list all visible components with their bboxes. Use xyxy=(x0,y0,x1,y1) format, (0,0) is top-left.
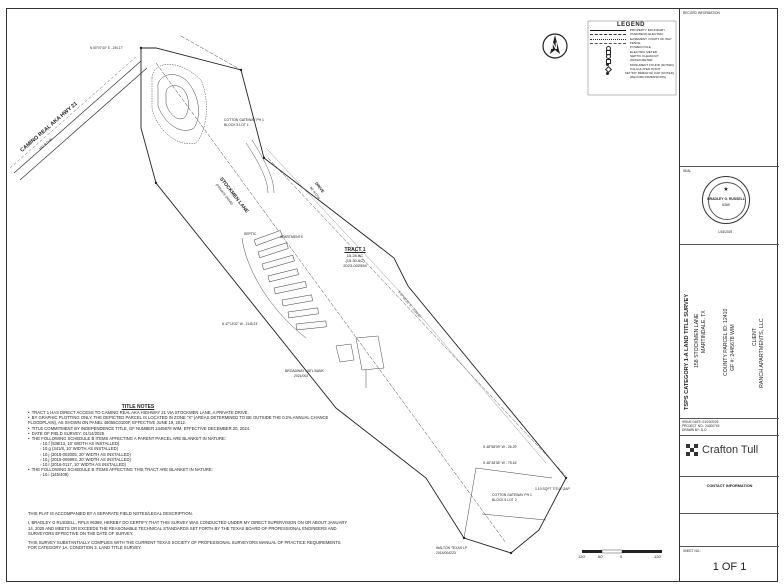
title-block: RECORD INFORMATION SEAL ★ BRADLEY G. RUS… xyxy=(679,8,779,582)
cotton-top-label: COTTON GATEWAY PH 1 xyxy=(224,118,264,122)
bearing-south-1: S 48°58'09" W - 26.29' xyxy=(483,445,518,449)
legend-title: LEGEND xyxy=(616,22,645,28)
legend-row: (RECORD DIMENSIONS) xyxy=(630,75,666,80)
note-subitem: ◦ 10.l (2016-0117, 10' WIDTH AS INSTALLE… xyxy=(40,462,126,468)
drawing-sheet xyxy=(6,8,778,582)
field-row: DRAWN BY: JLO xyxy=(682,428,707,432)
cotton-top-block: BLOCK 5 LOT 1 xyxy=(224,123,249,127)
apartments-label: APARTMENTS xyxy=(280,235,303,239)
legend-row: MONUMENT FOUND (NOTED) xyxy=(588,62,674,67)
scale-bar xyxy=(582,549,662,554)
field-row: ISSUE DATE: 01/20/2025 xyxy=(682,420,719,424)
tract-area: 15.28 AC xyxy=(346,253,364,258)
highway xyxy=(9,55,148,181)
note-item: • TITLE COMMITMENT BY INDEPENDENCE TITLE… xyxy=(28,425,251,431)
legend: LEGEND PROPERTY BOUNDARY OVERHEAD ELECTR… xyxy=(588,22,674,90)
cert-para-2: I, BRADLEY G RUSSELL, RPLS #6369, HEREBY… xyxy=(28,520,348,536)
scale-label: 120' xyxy=(578,554,586,559)
contact-info-label: CONTACT INFORMATION xyxy=(706,484,753,488)
note-subitem: ◦ 10.j (2015-002005, 20' WIDTH AS INSTAL… xyxy=(40,451,131,457)
company-logo: Crafton Tull xyxy=(686,441,776,459)
note-subitem: ◦ 10.j (2015-005993, 20' WIDTH AS INSTAL… xyxy=(40,456,131,462)
legend-row: SET 5/8" REBAR W/ CAP (NOTED) xyxy=(588,71,674,75)
county-parcel: COUNTY PARCEL ID: 12410 xyxy=(723,308,729,376)
fence-lines xyxy=(155,35,567,544)
client-name: RANCH APARTMENTS, LLC xyxy=(759,318,765,388)
scale-label: 0 xyxy=(620,554,623,559)
project-address-1: 158 STOCKMEN LANE xyxy=(694,313,700,368)
cert-para-1: THIS PLAT IS ACCOMPANIED BY A SEPARATE F… xyxy=(28,511,193,516)
legend-row: FENCE xyxy=(588,41,674,45)
note-item: • DATE OF FIELD SURVEY: 01/14/2025 xyxy=(28,430,105,436)
cert-para-3: THIS SURVEY SUBSTANTIALLY COMPLIES WITH … xyxy=(28,540,341,551)
note-item: • TRACT 1 HAS DIRECT ACCESS TO CAMINO RE… xyxy=(28,410,249,415)
title-notes: TITLE NOTES • TRACT 1 HAS DIRECT ACCESS … xyxy=(28,404,348,478)
cotton-bottom-block: BLOCK 5 LOT 2 xyxy=(492,498,517,502)
bearing-left: N 47°15'32" W - 2145.23' xyxy=(222,322,258,326)
title-notes-heading: TITLE NOTES xyxy=(121,404,155,410)
note-subitem: ◦ 10.g (341/8, 10' WIDTH AS INSTALLED) xyxy=(40,446,119,452)
walton-doc: 2014/004223 xyxy=(436,551,456,555)
surveyor-seal: ★ BRADLEY G. RUSSELL 6369 xyxy=(702,176,750,224)
legend-row: EASEMENT / RIGHT OF WAY xyxy=(588,37,674,41)
seal-label: SEAL xyxy=(683,169,692,173)
seal-date: 1/18/2025 xyxy=(718,230,733,234)
note-subitem: ◦ 10.f (538/13, 10' WIDTH AS INSTALLED) xyxy=(40,441,120,447)
bearing-top: N 50°07'44" E - 240.17' xyxy=(90,46,124,50)
crafton-tull-logo-icon xyxy=(686,444,698,456)
company-name: Crafton Tull xyxy=(702,444,759,456)
tract-boundary xyxy=(140,47,567,554)
scale-label: 120' xyxy=(654,554,662,559)
walton-label: WALTON TEXAS LP xyxy=(436,546,468,550)
tract-doc: 2023-002594 xyxy=(343,263,367,268)
lower-structures xyxy=(335,335,385,388)
sheet-number: 1 OF 1 xyxy=(712,561,747,573)
survey-map: N xyxy=(9,20,677,555)
legend-row: CALCULATED POINT xyxy=(588,66,674,74)
broadway-doc: 2021/002 xyxy=(294,374,309,378)
note-item: • THE FOLLOWING SCHEDULE B ITEMS AFFECTI… xyxy=(28,467,213,473)
svg-text:N: N xyxy=(551,41,558,51)
septic-label: SEPTIC xyxy=(244,232,257,236)
broadway-label: BROADWAY NATL BANK xyxy=(285,369,324,373)
bearing-south-2: S 48°48'36" W - 75.16' xyxy=(483,461,518,465)
tract-area-record: (15.30 AC) xyxy=(345,258,365,263)
legend-row: OVERHEAD ELECTRIC xyxy=(588,32,674,36)
project-address-2: MARTINDALE, TX xyxy=(701,310,707,353)
star-icon: ★ xyxy=(723,187,729,193)
note-item: • THE FOLLOWING SCHEDULE B ITEMS AFFECTI… xyxy=(28,436,226,442)
detention-area xyxy=(151,64,207,145)
gf-number: GF #: 2445678 WIM xyxy=(730,324,736,371)
electric-lines xyxy=(265,147,547,464)
scale-label: 60' xyxy=(598,554,604,559)
note-subitem: ◦ 10.i (145/409) xyxy=(40,472,69,478)
tract-info: TRACT 1 15.28 AC (15.30 AC) 2023-002594 xyxy=(320,247,390,268)
cotton-bottom-label: COTTON GATEWAY PH 1 xyxy=(492,493,532,497)
seal-number: 6369 xyxy=(722,203,730,207)
rebar-icon xyxy=(606,71,609,75)
tract-title: TRACT 1 xyxy=(344,247,366,253)
monument-icon xyxy=(606,63,609,67)
legend-row: PROPERTY BOUNDARY xyxy=(588,28,674,32)
note-item: • BY GRAPHIC PLOTTING ONLY, THE DEPICTED… xyxy=(28,415,329,426)
corner-markers xyxy=(139,46,568,555)
project-title: TSPS CATEGORY 1-A LAND TITLE SURVEY xyxy=(684,293,690,410)
field-row: PROJECT NO.: 24000745 xyxy=(682,424,720,428)
right-drive xyxy=(245,139,275,194)
sheet-label: SHEET NO.: xyxy=(683,549,702,553)
north-arrow-icon: N xyxy=(542,33,568,59)
lower-lots xyxy=(463,467,553,539)
record-info-label: RECORD INFORMATION xyxy=(683,11,720,15)
apartment-buildings xyxy=(241,230,327,339)
title-gap-label: 1.10 SQFT TITLE GAP xyxy=(535,487,570,491)
client-label: CLIENT: xyxy=(752,327,758,346)
certification: THIS PLAT IS ACCOMPANIED BY A SEPARATE F… xyxy=(28,511,350,551)
seal-name: BRADLEY G. RUSSELL xyxy=(707,197,745,201)
